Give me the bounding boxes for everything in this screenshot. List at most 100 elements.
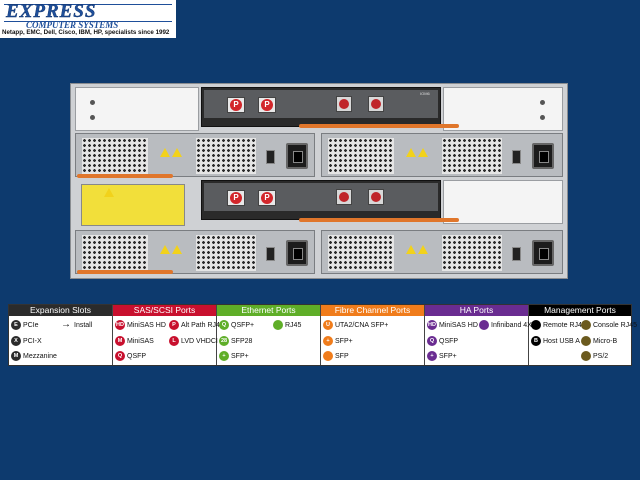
sas-port-square-2[interactable] bbox=[368, 96, 384, 112]
power-socket-3 bbox=[286, 240, 308, 266]
host-usb-icon: B bbox=[531, 336, 541, 346]
pcix-icon: X bbox=[11, 336, 21, 346]
right-blank-cap-middle bbox=[443, 180, 563, 224]
uta2-icon: U bbox=[323, 320, 333, 330]
remote-rj45-icon bbox=[531, 320, 541, 330]
left-blank-cap-top bbox=[75, 87, 199, 131]
power-switch-1[interactable] bbox=[266, 150, 275, 164]
warning-instruction-label bbox=[81, 184, 185, 226]
power-supply-4 bbox=[321, 230, 563, 274]
power-switch-4[interactable] bbox=[512, 247, 521, 261]
io-module-b[interactable]: P P bbox=[201, 180, 441, 220]
io-module-a[interactable]: P P IOM6 bbox=[201, 87, 441, 127]
power-socket-4 bbox=[532, 240, 554, 266]
sfp-plus-fc-icon: + bbox=[323, 336, 333, 346]
qsfp-plus-icon: Q bbox=[219, 320, 229, 330]
legend-item-console-rj45: Console RJ45 bbox=[581, 320, 637, 331]
power-socket-1 bbox=[286, 143, 308, 169]
legend-ethernet-title: Ethernet Ports bbox=[217, 305, 320, 316]
sas-port-p1[interactable]: P bbox=[227, 97, 245, 113]
sas-port-square-3[interactable] bbox=[336, 189, 352, 205]
ha-minisas-hd-icon: HD bbox=[427, 320, 437, 330]
legend-item-infiniband: Infiniband 4X bbox=[479, 320, 532, 331]
sas-port-square-4[interactable] bbox=[368, 189, 384, 205]
logo-tagline: Netapp, EMC, Dell, Cisco, IBM, HP, speci… bbox=[2, 29, 170, 36]
sfp-plus-eth-icon: + bbox=[219, 351, 229, 361]
power-supply-3 bbox=[75, 230, 315, 274]
sas-port-square-1[interactable] bbox=[336, 96, 352, 112]
io-module-b-latch[interactable] bbox=[299, 218, 459, 222]
pcie-icon: E bbox=[11, 320, 21, 330]
legend-fibre-title: Fibre Channel Ports bbox=[321, 305, 424, 316]
legend-item-rj45: RJ45 bbox=[273, 320, 301, 331]
legend-management-title: Management Ports bbox=[529, 305, 631, 316]
sas-port-p3[interactable]: P bbox=[227, 190, 245, 206]
ha-qsfp-icon: Q bbox=[427, 336, 437, 346]
power-switch-3[interactable] bbox=[266, 247, 275, 261]
legend-item-ha-sfp-plus: +SFP+ bbox=[427, 351, 457, 362]
power-supply-1 bbox=[75, 133, 315, 177]
logo-subtitle: COMPUTER SYSTEMS bbox=[26, 20, 119, 30]
psu-1-latch[interactable] bbox=[77, 174, 173, 178]
minisas-hd-icon: HD bbox=[115, 320, 125, 330]
legend-item-install: →Install bbox=[61, 319, 93, 330]
qsfp-sas-icon: Q bbox=[115, 351, 125, 361]
sfp-fc-icon bbox=[323, 351, 333, 361]
power-socket-2 bbox=[532, 143, 554, 169]
ha-sfp-plus-icon: + bbox=[427, 351, 437, 361]
logo-swoosh bbox=[4, 4, 172, 22]
legend-expansion-title: Expansion Slots bbox=[9, 305, 112, 316]
psu-3-latch[interactable] bbox=[77, 270, 173, 274]
legend-ha-title: HA Ports bbox=[425, 305, 528, 316]
power-supply-2 bbox=[321, 133, 563, 177]
sas-port-p2[interactable]: P bbox=[258, 97, 276, 113]
micro-b-icon bbox=[581, 336, 591, 346]
lvd-icon: L bbox=[169, 336, 179, 346]
alt-path-icon: P bbox=[169, 320, 179, 330]
install-arrow-icon: → bbox=[61, 319, 71, 330]
infiniband-icon bbox=[479, 320, 489, 330]
right-blank-cap-top bbox=[443, 87, 563, 131]
legend-item-remote-rj45: Remote RJ45 bbox=[531, 320, 586, 331]
power-switch-2[interactable] bbox=[512, 150, 521, 164]
sas-port-p4[interactable]: P bbox=[258, 190, 276, 206]
io-module-a-latch[interactable] bbox=[299, 124, 459, 128]
legend-item-ps2: PS/2 bbox=[581, 351, 608, 362]
legend-item-sfp-plus-eth: +SFP+ bbox=[219, 351, 249, 362]
ps2-icon bbox=[581, 351, 591, 361]
rj45-icon bbox=[273, 320, 283, 330]
legend-item-sfp-fc: SFP bbox=[323, 351, 349, 362]
io-module-label: IOM6 bbox=[420, 91, 430, 96]
sfp28-icon: 28 bbox=[219, 336, 229, 346]
logo-brand: EXPRESS bbox=[6, 1, 97, 22]
legend-item-sfp-plus-fc: +SFP+ bbox=[323, 336, 353, 347]
storage-shelf-chassis: P P IOM6 P P bbox=[70, 83, 568, 279]
legend-sas-title: SAS/SCSI Ports bbox=[113, 305, 216, 316]
console-rj45-icon bbox=[581, 320, 591, 330]
company-logo: EXPRESS COMPUTER SYSTEMS Netapp, EMC, De… bbox=[0, 0, 176, 38]
legend-item-micro-b: Micro-B bbox=[581, 336, 617, 347]
minisas-icon: M bbox=[115, 336, 125, 346]
mezzanine-icon: M bbox=[11, 351, 21, 361]
legend-management: Management Ports Remote RJ45 Console RJ4… bbox=[529, 305, 637, 365]
